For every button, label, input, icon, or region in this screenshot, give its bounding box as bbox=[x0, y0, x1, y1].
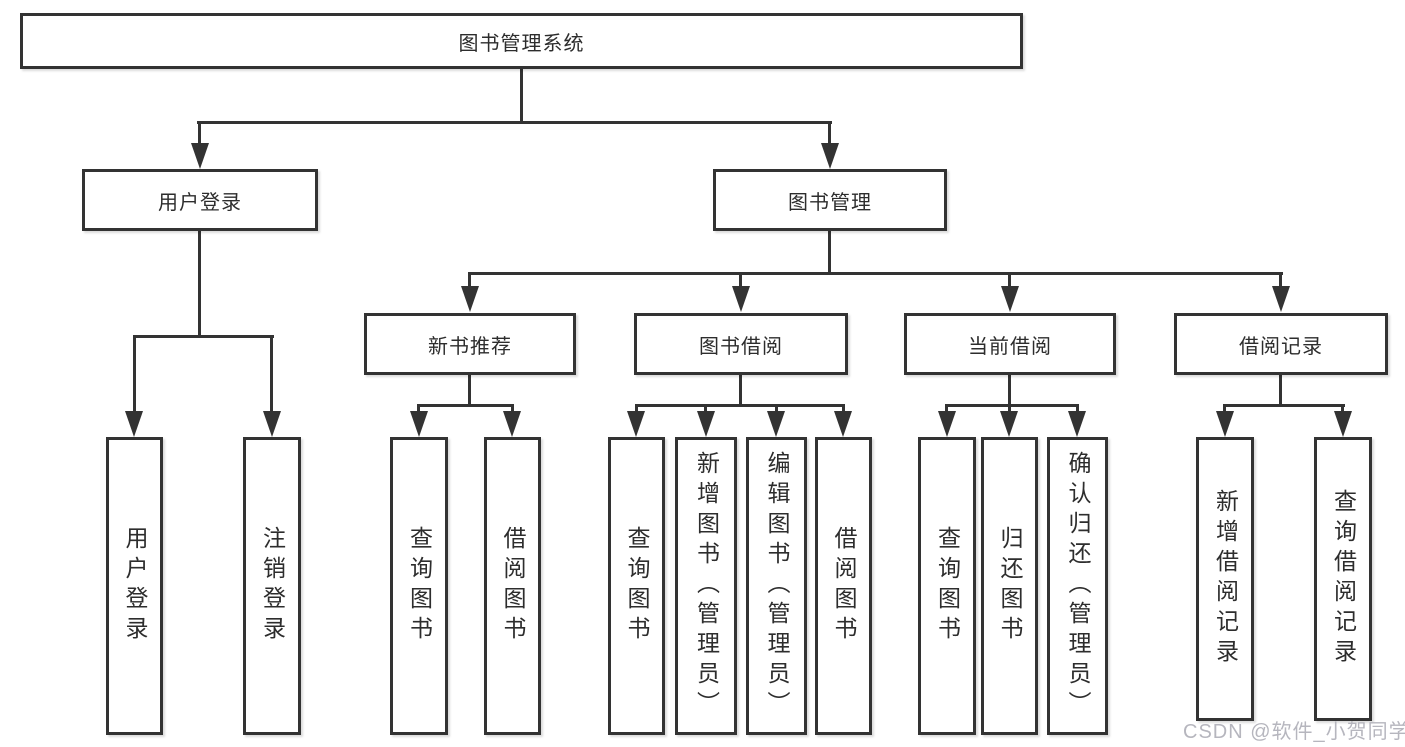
leaf-query-books-recommend: 查询图书 bbox=[390, 437, 448, 735]
node-label: 图书管理 bbox=[788, 191, 872, 214]
node-label: 用户登录 bbox=[158, 191, 242, 214]
connector-line bbox=[511, 404, 514, 416]
leaf-add-borrow-record: 新增借阅记录 bbox=[1196, 437, 1254, 721]
node-label: 图书管理系统 bbox=[458, 32, 585, 55]
connector-line bbox=[1223, 404, 1345, 407]
node-label: 归还图书 bbox=[997, 526, 1023, 646]
node-label: 新增图书（管理员） bbox=[693, 451, 720, 721]
connector-line bbox=[1008, 272, 1011, 288]
connector-line bbox=[198, 121, 201, 148]
connector-line bbox=[635, 404, 638, 416]
watermark: CSDN @软件_小贺同学 bbox=[1183, 721, 1405, 743]
connector-line bbox=[704, 404, 707, 416]
connector-line bbox=[842, 404, 845, 416]
node-label: 编辑图书（管理员） bbox=[764, 451, 790, 721]
connector-line bbox=[520, 68, 523, 124]
arrow-down-icon bbox=[1334, 411, 1352, 437]
node-label: 用户登录 bbox=[122, 526, 148, 646]
connector-line bbox=[198, 230, 201, 338]
node-label: 借阅图书 bbox=[500, 526, 526, 646]
arrow-down-icon bbox=[263, 411, 281, 437]
arrow-down-icon bbox=[191, 143, 209, 169]
leaf-query-borrow-record: 查询借阅记录 bbox=[1314, 437, 1372, 721]
connector-line bbox=[1223, 404, 1226, 416]
leaf-borrow-books-recommend: 借阅图书 bbox=[484, 437, 541, 735]
connector-line bbox=[1008, 373, 1011, 407]
connector-line bbox=[417, 404, 514, 407]
node-user-login: 用户登录 bbox=[82, 169, 318, 231]
connector-line bbox=[270, 335, 273, 414]
node-label: 注销登录 bbox=[259, 526, 286, 646]
arrow-down-icon bbox=[834, 411, 852, 437]
connector-line bbox=[775, 404, 778, 416]
arrow-down-icon bbox=[461, 286, 479, 312]
node-label: 当前借阅 bbox=[968, 335, 1052, 358]
leaf-confirm-return-admin: 确认归还（管理员） bbox=[1047, 437, 1108, 735]
node-current-borrow: 当前借阅 bbox=[904, 313, 1116, 375]
node-label: 新增借阅记录 bbox=[1212, 489, 1239, 669]
arrow-down-icon bbox=[410, 411, 428, 437]
arrow-down-icon bbox=[125, 411, 143, 437]
node-label: 借阅图书 bbox=[831, 526, 857, 646]
leaf-logout: 注销登录 bbox=[243, 437, 301, 735]
connector-line bbox=[1076, 404, 1079, 416]
node-label: 查询图书 bbox=[934, 526, 961, 646]
arrow-down-icon bbox=[697, 411, 715, 437]
connector-line bbox=[468, 272, 471, 288]
arrow-down-icon bbox=[732, 286, 750, 312]
leaf-query-books-current: 查询图书 bbox=[918, 437, 976, 735]
connector-line bbox=[739, 373, 742, 407]
arrow-down-icon bbox=[938, 411, 956, 437]
arrow-down-icon bbox=[1001, 286, 1019, 312]
arrow-down-icon bbox=[627, 411, 645, 437]
arrow-down-icon bbox=[1272, 286, 1290, 312]
connector-line bbox=[1341, 404, 1344, 416]
arrow-down-icon bbox=[1000, 411, 1018, 437]
node-label: 新书推荐 bbox=[428, 335, 512, 358]
connector-line bbox=[133, 335, 136, 414]
arrow-down-icon bbox=[1068, 411, 1086, 437]
connector-line bbox=[945, 404, 1079, 407]
connector-line bbox=[635, 404, 845, 407]
leaf-add-book-admin: 新增图书（管理员） bbox=[675, 437, 737, 735]
node-book-management: 图书管理 bbox=[713, 169, 947, 231]
node-label: 借阅记录 bbox=[1239, 335, 1323, 358]
connector-line bbox=[468, 272, 1283, 275]
connector-line bbox=[468, 373, 471, 407]
leaf-user-login: 用户登录 bbox=[106, 437, 163, 735]
arrow-down-icon bbox=[1216, 411, 1234, 437]
node-label: 查询图书 bbox=[624, 526, 650, 646]
connector-line bbox=[197, 121, 832, 124]
arrow-down-icon bbox=[503, 411, 521, 437]
node-label: 查询借阅记录 bbox=[1330, 489, 1357, 669]
node-label: 图书借阅 bbox=[699, 335, 783, 358]
node-book-borrow: 图书借阅 bbox=[634, 313, 848, 375]
connector-line bbox=[828, 230, 831, 275]
connector-line bbox=[1279, 373, 1282, 407]
node-root: 图书管理系统 bbox=[20, 13, 1023, 69]
arrow-down-icon bbox=[821, 143, 839, 169]
leaf-edit-book-admin: 编辑图书（管理员） bbox=[746, 437, 807, 735]
connector-line bbox=[417, 404, 420, 416]
connector-line bbox=[739, 272, 742, 288]
connector-line bbox=[133, 335, 274, 338]
node-borrow-records: 借阅记录 bbox=[1174, 313, 1388, 375]
leaf-borrow-books: 借阅图书 bbox=[815, 437, 872, 735]
connector-line bbox=[1279, 272, 1282, 288]
node-label: 查询图书 bbox=[406, 526, 433, 646]
leaf-query-books-borrow: 查询图书 bbox=[608, 437, 665, 735]
leaf-return-books: 归还图书 bbox=[981, 437, 1038, 735]
connector-line bbox=[945, 404, 948, 416]
arrow-down-icon bbox=[767, 411, 785, 437]
node-new-book-recommend: 新书推荐 bbox=[364, 313, 576, 375]
connector-line bbox=[1008, 404, 1011, 416]
node-label: 确认归还（管理员） bbox=[1065, 451, 1091, 721]
connector-line bbox=[828, 121, 831, 148]
